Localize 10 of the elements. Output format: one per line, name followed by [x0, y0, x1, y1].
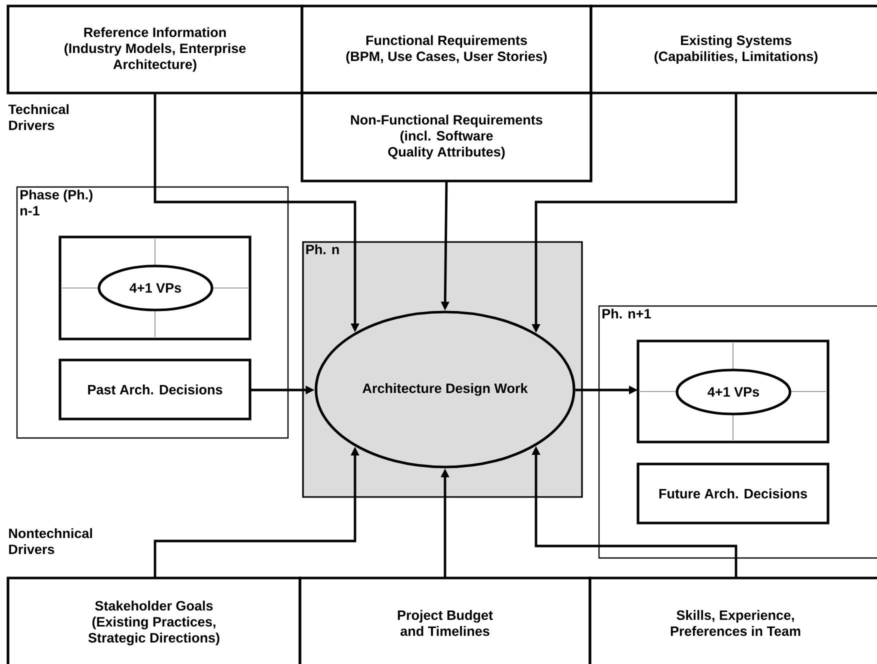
text-box: Functional Requirements (BPM, Use Cases, User Stories) [300, 4, 592, 94]
text-box: Past Arch. Decisions [58, 358, 252, 420]
driver-label: Nontechnical Drivers [9, 528, 92, 554]
text-box: Future Arch. Decisions [636, 462, 830, 524]
text-box: Non-Functional Requirements (incl. Software Quality Attributes) [300, 92, 592, 182]
text-box: Stakeholder Goals (Existing Practices, Strategic Directions) [6, 576, 302, 664]
text-box: Reference Information (Industry Models, Enterprise Architecture) [6, 4, 304, 94]
text-box: Skills, Experience, Preferences in Team [588, 576, 877, 664]
text-box: Project Budget and Timelines [298, 576, 592, 664]
text-box: Existing Systems (Capabilities, Limitations) [590, 4, 877, 94]
